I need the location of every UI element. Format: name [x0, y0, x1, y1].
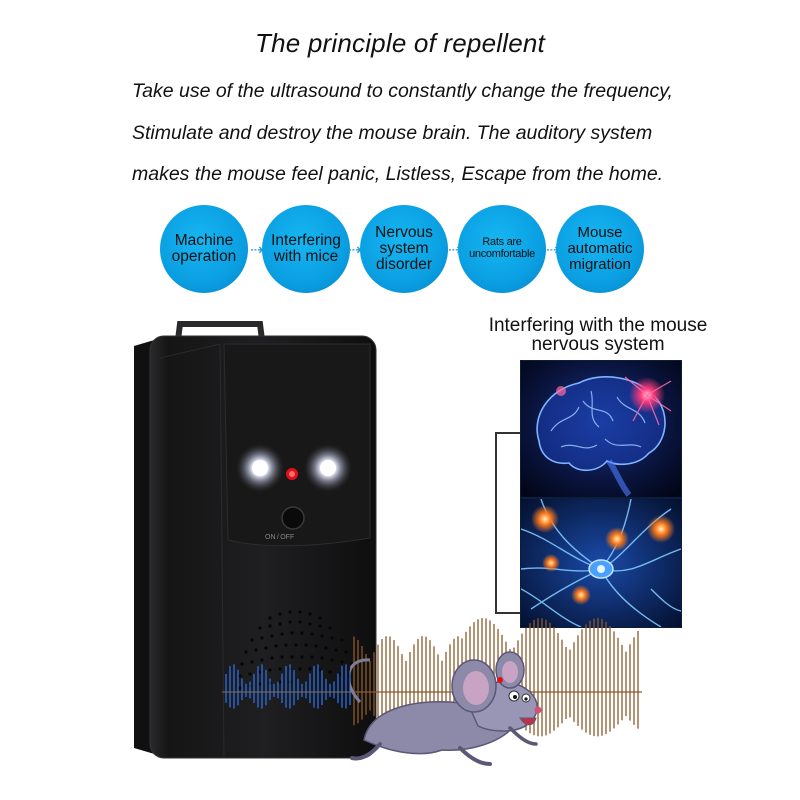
description-line-1: Take use of the ultrasound to constantly…	[132, 80, 673, 102]
arrow-icon: ⇢	[348, 242, 362, 259]
step-mouse-migration: Mouse automatic migration	[556, 205, 644, 293]
step-rats-uncomfortable: Rats are uncomfortable	[458, 205, 546, 293]
mouse-illustration	[347, 640, 550, 775]
description-line-3: makes the mouse feel panic, Listless, Es…	[132, 163, 664, 185]
page-title: The principle of repellent	[255, 28, 545, 58]
neuron-image	[520, 498, 682, 628]
neural-caption: Interfering with the mouse nervous syste…	[488, 315, 708, 355]
brain-image	[520, 360, 682, 498]
step-interfering-with-mice: Interfering with mice	[262, 205, 350, 293]
bracket-connector	[495, 432, 522, 614]
description-line-2: Stimulate and destroy the mouse brain. T…	[132, 122, 653, 144]
arrow-icon: ⇢	[250, 242, 264, 259]
repeller-device	[120, 318, 380, 773]
power-button-label: ON / OFF	[265, 534, 295, 541]
step-machine-operation: Machine operation	[160, 205, 248, 293]
step-nervous-system-disorder: Nervous system disorder	[360, 205, 448, 293]
